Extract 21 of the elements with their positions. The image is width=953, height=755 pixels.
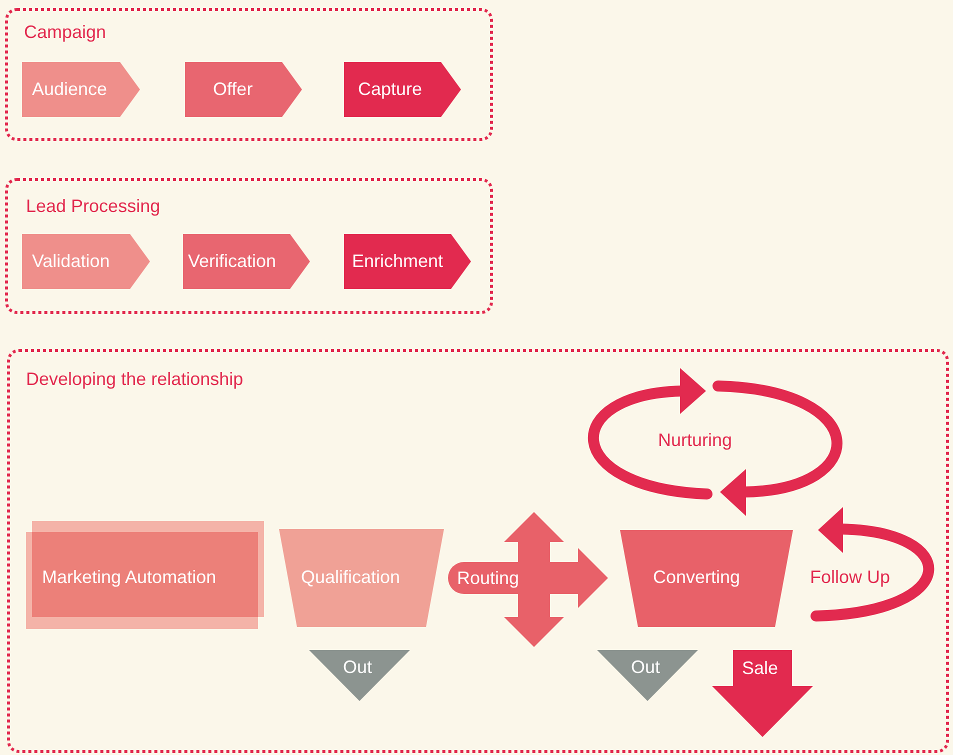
group-title: Developing the relationship <box>26 368 244 390</box>
step-label: Out <box>343 656 372 678</box>
dotted-frame <box>5 8 493 141</box>
loop-label: Follow Up <box>810 566 890 588</box>
step-label: Verification <box>188 250 276 272</box>
group-title: Lead Processing <box>26 195 160 217</box>
loop-label: Nurturing <box>658 429 732 451</box>
step-label: Enrichment <box>352 250 444 272</box>
step-label: Qualification <box>301 566 400 588</box>
step-label: Marketing Automation <box>42 566 216 588</box>
step-label: Audience <box>32 78 108 100</box>
dotted-frame <box>7 349 949 753</box>
step-label: Converting <box>653 566 740 588</box>
step-label: Routing <box>457 567 520 589</box>
step-label: Out <box>631 656 660 678</box>
step-label: Offer <box>213 78 253 100</box>
dotted-frame <box>5 178 493 314</box>
step-label: Validation <box>32 250 110 272</box>
step-label: Capture <box>358 78 422 100</box>
step-label: Sale <box>742 657 778 679</box>
group-title: Campaign <box>24 21 106 43</box>
